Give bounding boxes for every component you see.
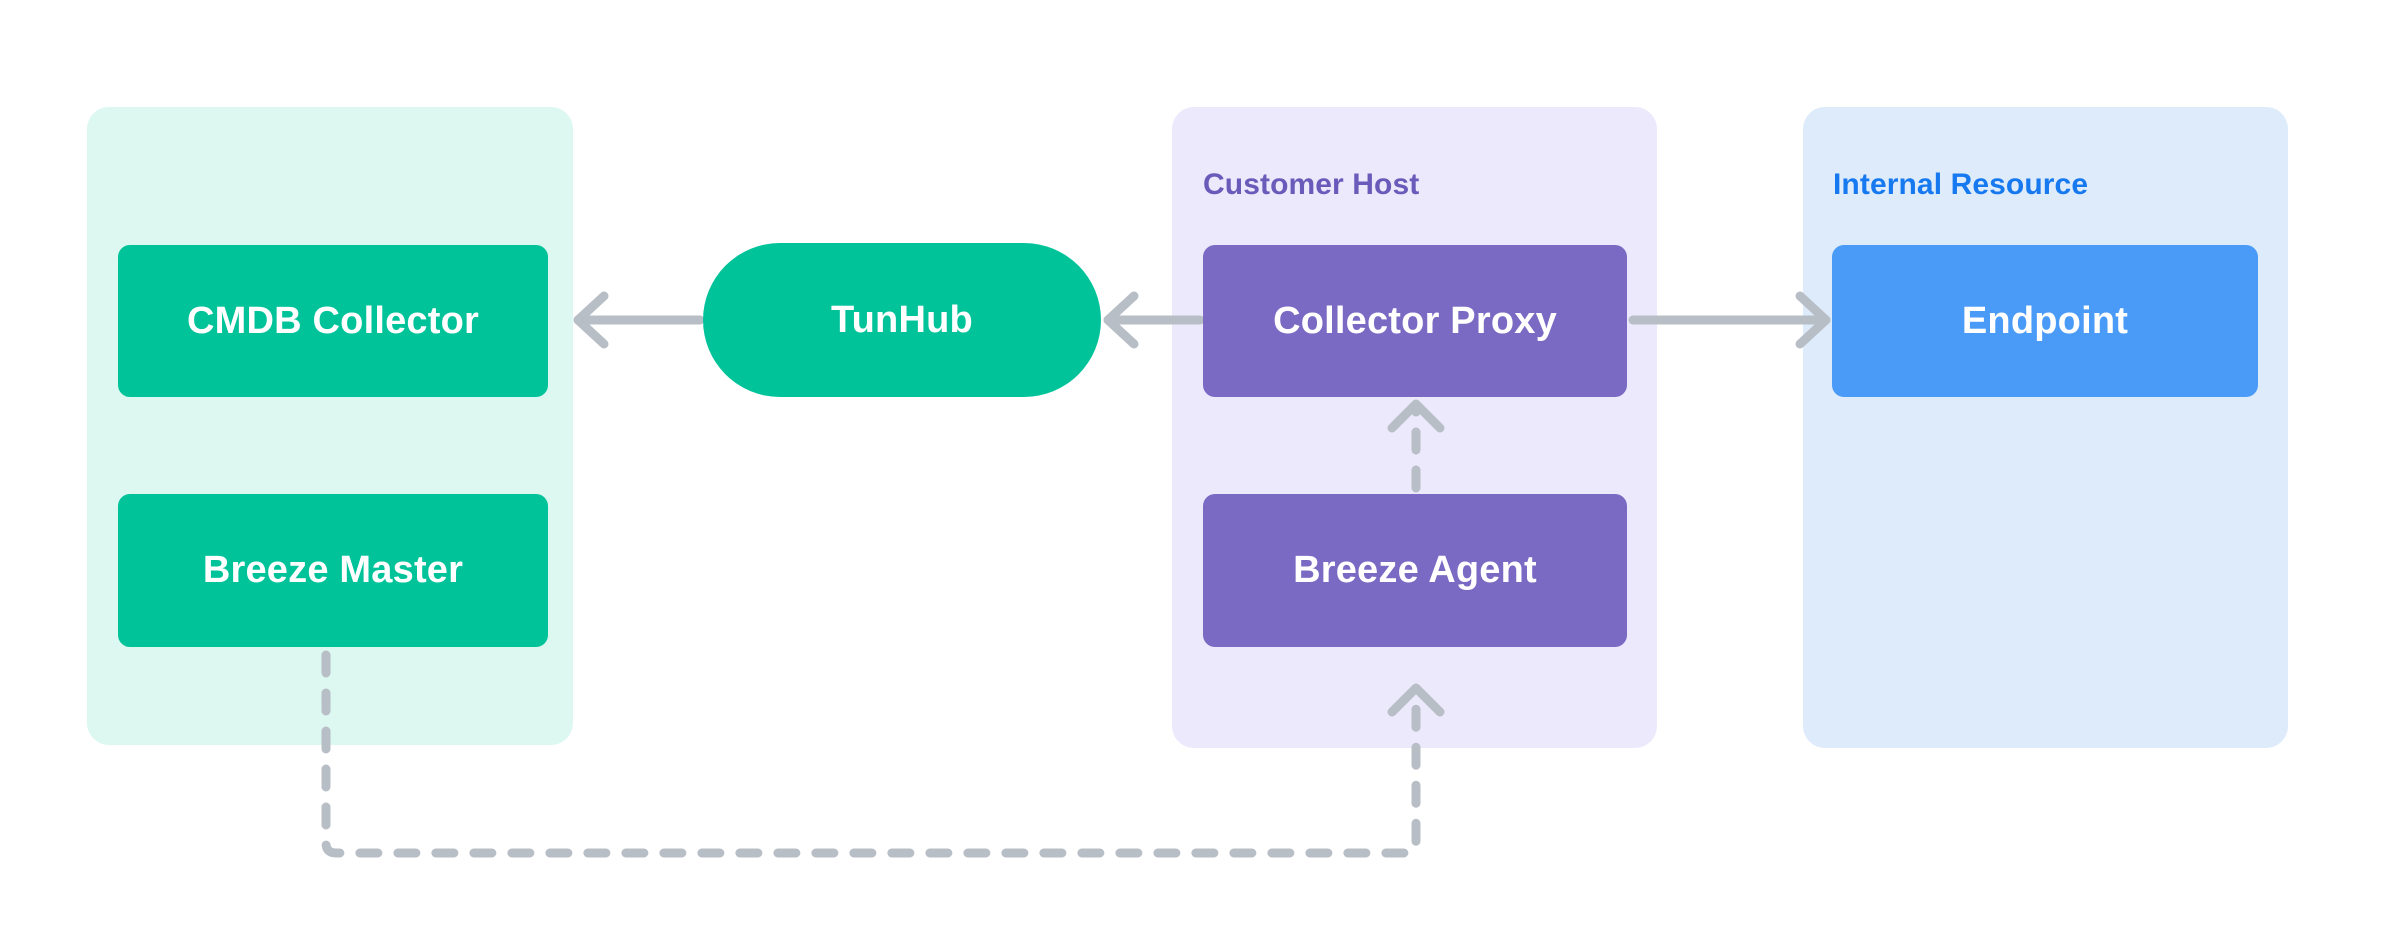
group-panel-internal-resource <box>1803 107 2288 748</box>
group-panel-cloud <box>87 107 573 745</box>
group-label-internal-resource: Internal Resource <box>1833 168 2089 201</box>
node-collector-proxy[interactable]: Collector Proxy <box>1203 245 1627 397</box>
group-panel-customer-host <box>1172 107 1657 748</box>
node-cmdb-collector[interactable]: CMDB Collector <box>118 245 548 397</box>
node-breeze-agent[interactable]: Breeze Agent <box>1203 494 1627 647</box>
node-tunhub[interactable]: TunHub <box>703 243 1101 397</box>
edge-tunhub-to-cmdb-collector <box>573 291 705 349</box>
node-breeze-master[interactable]: Breeze Master <box>118 494 548 647</box>
group-label-customer-host: Customer Host <box>1203 168 1420 201</box>
node-endpoint[interactable]: Endpoint <box>1832 245 2258 397</box>
edge-collector-proxy-to-endpoint <box>1628 291 1831 349</box>
